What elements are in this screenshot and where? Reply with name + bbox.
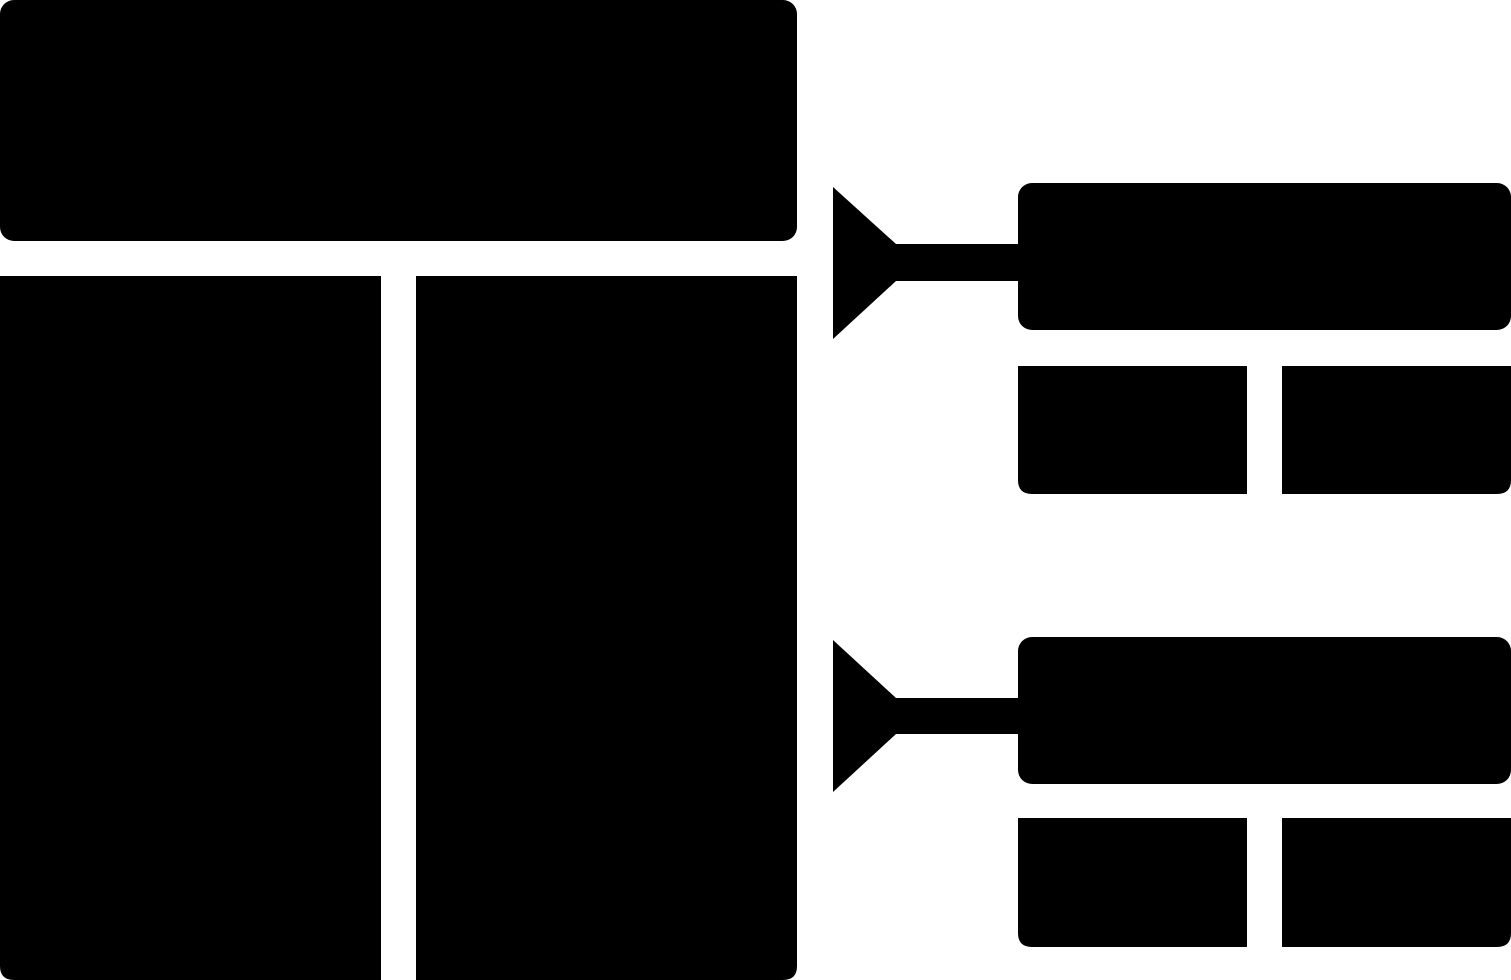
main-left-column-block	[0, 276, 381, 980]
main-right-column-block	[416, 276, 797, 980]
upper-connector-arrow	[833, 187, 1020, 339]
lower-card-title-bar	[1018, 637, 1511, 784]
upper-card-right-block	[1282, 366, 1511, 494]
lower-connector-arrow	[833, 640, 1020, 792]
upper-card-title-bar	[1018, 183, 1511, 330]
lower-card-right-block	[1282, 818, 1511, 947]
main-header-block	[0, 0, 797, 241]
upper-card-left-block	[1018, 366, 1247, 494]
lower-card-left-block	[1018, 818, 1247, 947]
